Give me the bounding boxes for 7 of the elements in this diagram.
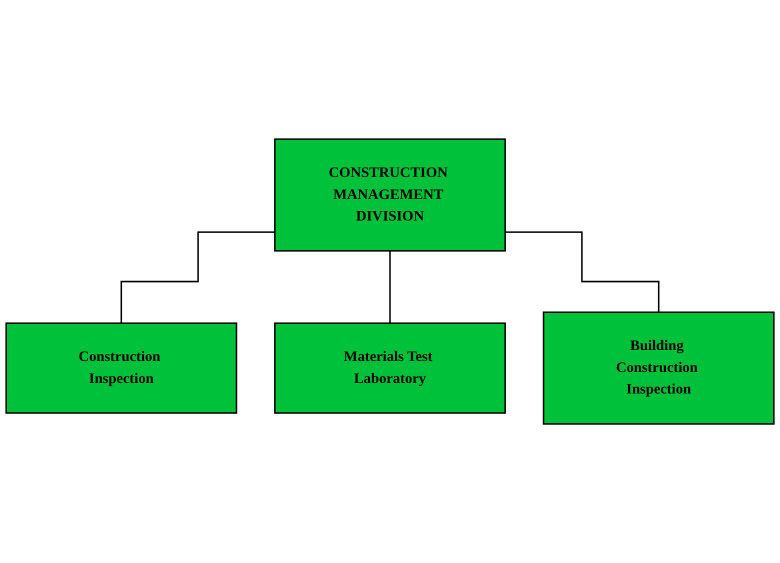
connector bbox=[120, 231, 275, 324]
node-box: Materials Test Laboratory bbox=[274, 322, 506, 414]
connector bbox=[505, 231, 660, 313]
node-box: Construction Inspection bbox=[5, 322, 238, 414]
node-box: Building Construction Inspection bbox=[542, 311, 775, 425]
node-box: CONSTRUCTION MANAGEMENT DIVISION bbox=[274, 138, 506, 252]
connector bbox=[389, 250, 391, 324]
